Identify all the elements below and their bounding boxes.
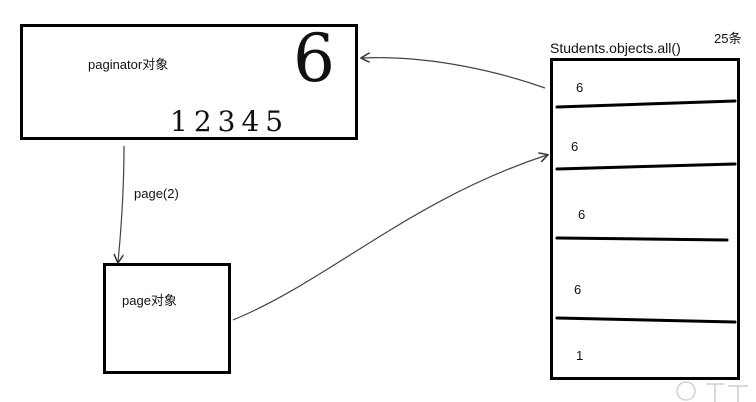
arrow-page-to-queryset	[232, 155, 547, 321]
queryset-count-note: 25条	[714, 31, 742, 46]
paginator-label: paginator对象	[88, 57, 169, 72]
paginator-box	[20, 24, 358, 140]
queryset-box	[550, 58, 740, 380]
group-separator-2	[555, 162, 737, 171]
watermark-logo	[676, 381, 748, 402]
arrow-paginator-to-page	[118, 145, 125, 262]
group-count-2: 6	[571, 139, 579, 154]
queryset-title: Students.objects.all()	[550, 40, 681, 56]
group-count-4: 6	[574, 282, 582, 297]
group-count-1: 6	[576, 80, 584, 95]
page-box	[103, 263, 231, 374]
group-separator-1	[555, 99, 737, 109]
page-label: page对象	[122, 293, 177, 308]
paginator-page-count: 6	[293, 20, 335, 97]
group-separator-4	[555, 316, 737, 324]
group-count-5: 1	[576, 348, 584, 363]
arrow-queryset-to-paginator	[362, 58, 546, 89]
paginator-page-numbers: 12345	[170, 105, 290, 138]
group-count-3: 6	[578, 207, 586, 222]
group-separator-3	[555, 236, 729, 242]
page-call-label: page(2)	[134, 186, 179, 201]
